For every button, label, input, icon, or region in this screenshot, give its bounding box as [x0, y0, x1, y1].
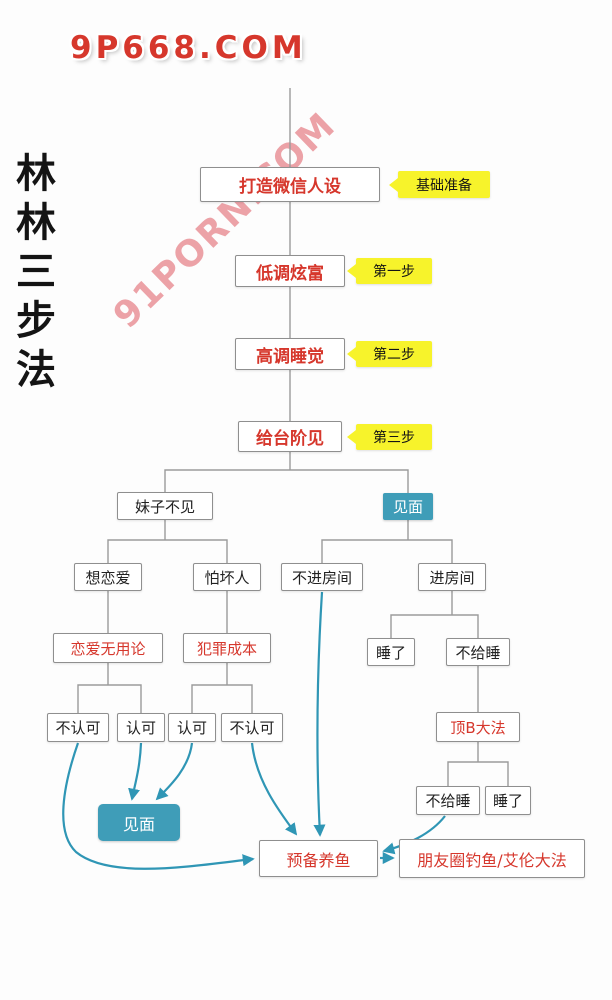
node-crime-cost: 犯罪成本	[183, 633, 271, 663]
node-slept-2: 睡了	[485, 786, 531, 815]
split-meet-or-not	[164, 452, 409, 493]
node-disapprove-2: 不认可	[221, 713, 283, 742]
arrow-approve1-to-meet	[128, 742, 143, 801]
arrow-nosleep2-to-preparefish	[382, 815, 446, 855]
node-want-love: 想恋爱	[74, 563, 142, 591]
node-meet-small: 见面	[383, 493, 433, 520]
split-girl-no-meet	[107, 520, 228, 563]
node-step1: 低调炫富	[235, 255, 345, 287]
node-moments-fishing: 朋友圈钓鱼/艾伦大法	[399, 839, 585, 878]
watermark-top: 9P668.COM	[70, 30, 307, 66]
node-not-enter-room: 不进房间	[281, 563, 363, 591]
node-no-sleep-2: 不给睡	[416, 786, 480, 815]
node-slept-1: 睡了	[367, 638, 415, 666]
split-meet-small	[321, 520, 453, 563]
node-girl-no-meet: 妹子不见	[117, 492, 213, 520]
node-step0: 打造微信人设	[200, 167, 380, 202]
page-title: 林林三步法	[9, 152, 55, 397]
node-approve-1: 认可	[117, 713, 165, 742]
node-approve-2: 认可	[168, 713, 216, 742]
arrow-disapprove2-to-preparefish	[250, 742, 298, 836]
node-love-useless-theory: 恋爱无用论	[53, 633, 163, 663]
split-love-useless	[77, 663, 142, 713]
tag-step0: 基础准备	[398, 171, 490, 198]
arrow-approve2-to-meet	[155, 742, 194, 801]
arrow-notenterroom-to-preparefish	[313, 591, 326, 837]
tag-step3: 第三步	[356, 424, 432, 450]
node-disapprove-1: 不认可	[47, 713, 109, 742]
tag-step2: 第二步	[356, 341, 432, 367]
split-top-b	[447, 742, 509, 786]
arrow-disapprove1-to-preparefish	[62, 742, 255, 870]
node-enter-room: 进房间	[418, 563, 486, 591]
split-crime-cost	[191, 663, 253, 713]
node-top-b-method: 顶B大法	[436, 712, 520, 742]
node-meet-big: 见面	[98, 804, 180, 841]
node-fear-bad-person: 怕坏人	[193, 563, 261, 591]
node-step3: 给台阶见	[238, 421, 342, 452]
split-enter-room	[390, 591, 479, 638]
node-step2: 高调睡觉	[235, 338, 345, 370]
tag-step1: 第一步	[356, 258, 432, 284]
node-prepare-fish: 预备养鱼	[259, 840, 378, 877]
node-no-sleep-1: 不给睡	[446, 638, 510, 666]
